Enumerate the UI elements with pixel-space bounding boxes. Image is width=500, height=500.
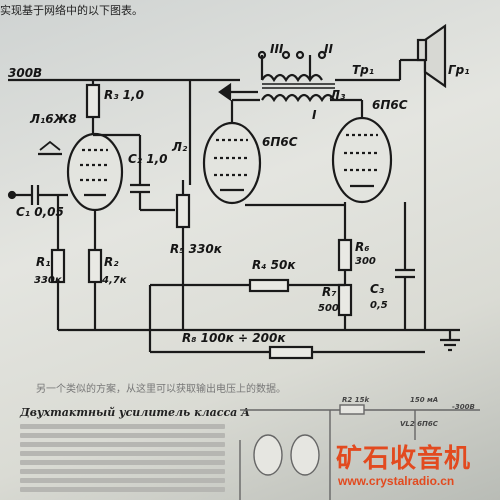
- lower-r2-label: R2 15k: [342, 396, 370, 404]
- r5-label: R₅ 330к: [170, 242, 222, 256]
- tube3-label: Л₃: [330, 88, 346, 102]
- r1-value: 330к: [34, 275, 62, 286]
- speaker-label: Гр₁: [448, 63, 470, 77]
- r2-value: 4,7к: [102, 275, 127, 286]
- watermark-title: 矿石收音机: [336, 444, 472, 474]
- section-title: Двухтактный усилитель класса А: [20, 406, 251, 419]
- c3-value: 0,5: [370, 300, 388, 311]
- tube3-type-label: 6П6С: [372, 98, 408, 112]
- paragraph-line: [20, 460, 225, 465]
- r3-label: R₃ 1,0: [104, 88, 144, 102]
- paragraph-line: [20, 469, 225, 474]
- tube2-type-label: 6П6С: [262, 135, 298, 149]
- r4-label: R₄ 50к: [252, 258, 296, 272]
- watermark-url: www.crystalradio.cn: [338, 474, 455, 488]
- r6-value: 300: [355, 256, 376, 267]
- lower-current-label: 150 мА: [410, 396, 439, 404]
- r2-label: R₂: [104, 255, 119, 269]
- paragraph-line: [20, 478, 225, 483]
- r7-value: 500: [318, 303, 339, 314]
- tube2-label: Л₂: [172, 140, 188, 154]
- lower-tube-label: VL2 6П6С: [400, 420, 438, 428]
- winding-1-label: I: [312, 108, 317, 122]
- c2-label: C₂ 1,0: [128, 152, 168, 166]
- r7-label: R₇: [322, 285, 337, 299]
- r8-label: R₈ 100к ÷ 200к: [182, 331, 286, 345]
- winding-2-label: II: [324, 42, 333, 56]
- winding-3-label: III: [270, 42, 284, 56]
- supply-voltage-label: 300В: [8, 66, 43, 80]
- r1-label: R₁: [36, 255, 51, 269]
- mid-caption: 另一个类似的方案，从这里可以获取输出电压上的数据。: [36, 384, 286, 395]
- paragraph-line: [20, 487, 225, 492]
- lower-output-label: -300В: [452, 403, 475, 411]
- c3-label: C₃: [370, 282, 385, 296]
- c1-label: C₁ 0,05: [16, 205, 64, 219]
- paragraph-line: [20, 442, 225, 447]
- top-caption: 实现基于网络中的以下图表。: [0, 4, 143, 17]
- paragraph-line: [20, 433, 225, 438]
- tube1-label: Л₁6Ж8: [30, 112, 77, 126]
- paragraph-line: [20, 451, 225, 456]
- paragraph-line: [20, 424, 225, 429]
- r6-label: R₆: [355, 240, 370, 254]
- transformer-label: Тр₁: [352, 63, 375, 77]
